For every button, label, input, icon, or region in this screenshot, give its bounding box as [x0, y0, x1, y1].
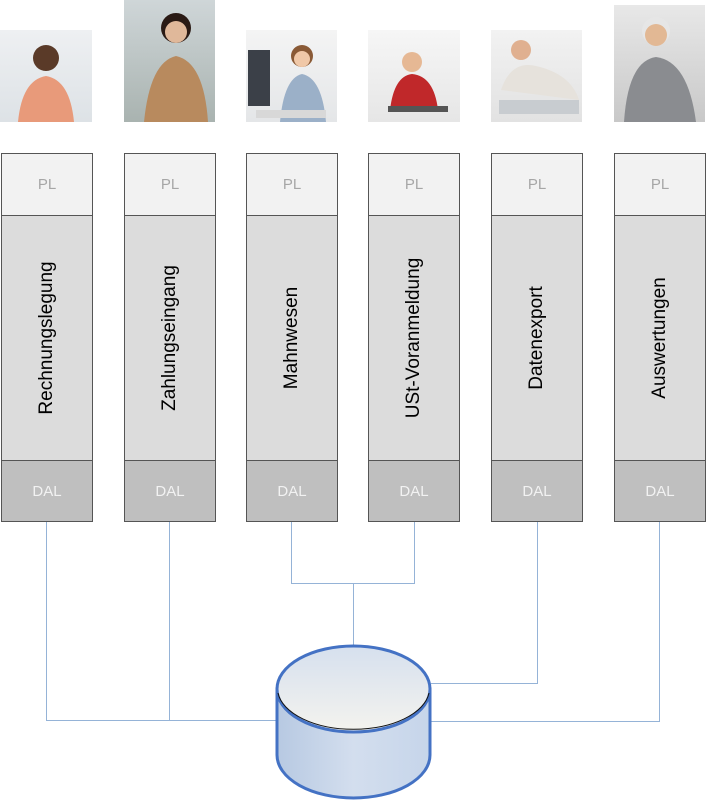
data-access-layer: DAL — [247, 461, 337, 521]
data-access-layer: DAL — [615, 461, 705, 521]
user-photo-2 — [124, 0, 215, 122]
module-column-rechnungslegung: PL Rechnungslegung DAL — [1, 153, 93, 522]
connector-rechnungslegung — [46, 521, 276, 721]
connector-datenexport — [431, 521, 538, 684]
business-layer: Datenexport — [492, 216, 582, 461]
user-photo-5 — [491, 30, 582, 122]
module-name: USt-Voranmeldung — [403, 257, 424, 419]
business-layer: Auswertungen — [615, 216, 705, 461]
business-layer: Zahlungseingang — [125, 216, 215, 461]
module-column-zahlungseingang: PL Zahlungseingang DAL — [124, 153, 216, 522]
presentation-layer: PL — [125, 154, 215, 216]
module-name: Datenexport — [526, 286, 547, 390]
presentation-layer: PL — [492, 154, 582, 216]
user-photo-1 — [0, 30, 92, 122]
presentation-layer: PL — [615, 154, 705, 216]
business-layer: Rechnungslegung — [2, 216, 92, 461]
user-photo-3 — [246, 30, 337, 122]
presentation-layer: PL — [2, 154, 92, 216]
module-column-mahnwesen: PL Mahnwesen DAL — [246, 153, 338, 522]
presentation-layer: PL — [369, 154, 459, 216]
presentation-layer: PL — [247, 154, 337, 216]
data-access-layer: DAL — [369, 461, 459, 521]
module-name: Auswertungen — [649, 277, 670, 399]
database-icon — [275, 644, 432, 800]
module-name: Zahlungseingang — [159, 265, 180, 411]
user-photo-6 — [614, 5, 705, 122]
module-name: Mahnwesen — [281, 286, 302, 390]
connector-mahnwesen-ust — [291, 521, 415, 584]
user-photo-4 — [368, 30, 460, 122]
module-column-datenexport: PL Datenexport DAL — [491, 153, 583, 522]
connector-auswertungen — [431, 521, 660, 722]
business-layer: Mahnwesen — [247, 216, 337, 461]
module-column-auswertungen: PL Auswertungen DAL — [614, 153, 706, 522]
module-name: Rechnungslegung — [36, 261, 57, 415]
business-layer: USt-Voranmeldung — [369, 216, 459, 461]
data-access-layer: DAL — [2, 461, 92, 521]
data-access-layer: DAL — [125, 461, 215, 521]
data-access-layer: DAL — [492, 461, 582, 521]
module-column-ust-voranmeldung: PL USt-Voranmeldung DAL — [368, 153, 460, 522]
